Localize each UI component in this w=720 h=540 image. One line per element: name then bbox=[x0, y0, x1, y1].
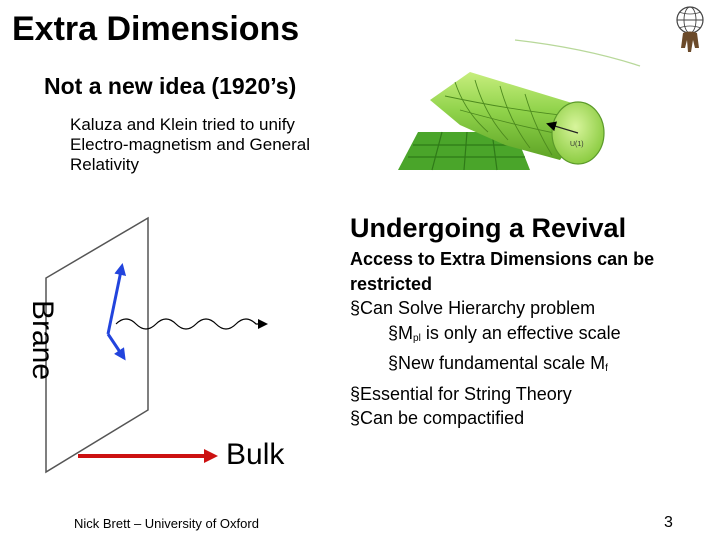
kaluza-line: Relativity bbox=[70, 155, 139, 174]
revival-intro-line: Access to Extra Dimensions can be bbox=[350, 249, 655, 269]
brane-plane bbox=[45, 216, 149, 474]
bullet-text: Can Solve Hierarchy problem bbox=[360, 298, 596, 318]
footer-author: Nick Brett – University of Oxford bbox=[74, 516, 259, 531]
bulk-label: Bulk bbox=[226, 438, 285, 471]
bullet-item: §Essential for String Theory bbox=[350, 382, 710, 407]
brane-label: Brane bbox=[26, 299, 59, 381]
revival-body: Access to Extra Dimensions can be restri… bbox=[350, 247, 710, 431]
page-number: 3 bbox=[664, 514, 673, 531]
cylinder-label: U(1) bbox=[570, 141, 584, 148]
bullet-text: New fundamental scale M bbox=[398, 353, 606, 373]
kaluza-line: Electro-magnetism and General bbox=[70, 135, 311, 154]
sub-bullet-item: §New fundamental scale Mf bbox=[350, 351, 710, 382]
bullet-text: Can be compactified bbox=[360, 408, 525, 428]
kaluza-klein-text: Kaluza and Klein tried to unify Electro-… bbox=[70, 115, 370, 175]
slide-title: Extra Dimensions bbox=[12, 10, 300, 48]
bullet-marker: § bbox=[388, 353, 399, 373]
sub-bullet-item: §Mpl is only an effective scale bbox=[350, 321, 710, 352]
subscript: f bbox=[605, 363, 608, 374]
revival-heading: Undergoing a Revival bbox=[350, 213, 627, 243]
bullet-text: is only an effective scale bbox=[420, 322, 621, 343]
bullet-text: M bbox=[398, 322, 414, 343]
bullet-marker: § bbox=[350, 298, 361, 318]
brane-vectors bbox=[106, 263, 127, 361]
bullet-text: Essential for String Theory bbox=[360, 383, 572, 404]
kaluza-klein-illustration: U(1) bbox=[398, 39, 641, 171]
bullet-marker: § bbox=[350, 383, 361, 404]
revival-intro-line: restricted bbox=[350, 273, 433, 294]
bullet-marker: § bbox=[350, 408, 361, 428]
subscript: pl bbox=[413, 332, 421, 344]
kaluza-line: Kaluza and Klein tried to unify bbox=[70, 115, 295, 134]
bullet-marker: § bbox=[388, 322, 399, 343]
slide-subtitle: Not a new idea (1920’s) bbox=[44, 73, 297, 99]
graviton-wave bbox=[115, 318, 268, 330]
bullet-item: §Can Solve Hierarchy problem bbox=[350, 296, 710, 321]
atlas-globe-logo-icon bbox=[676, 6, 704, 52]
bullet-item: §Can be compactified bbox=[350, 406, 710, 431]
